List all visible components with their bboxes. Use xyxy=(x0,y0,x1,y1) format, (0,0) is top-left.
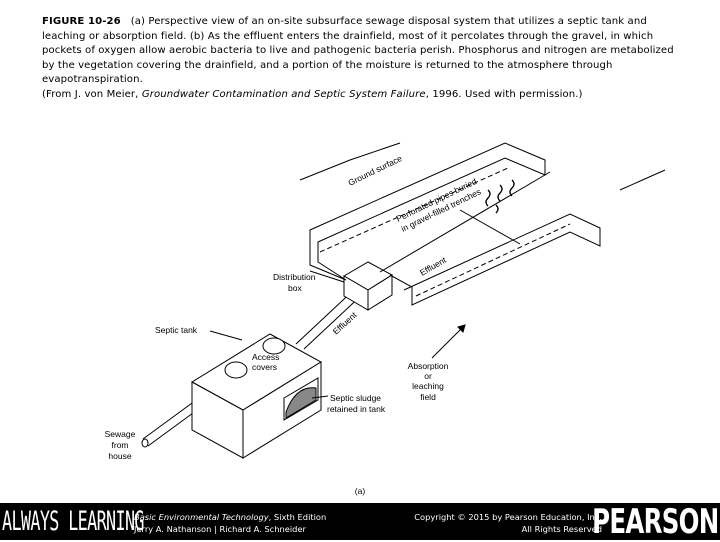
label-septic-tank: Septic tank xyxy=(155,325,198,335)
label-sludge-2: retained in tank xyxy=(327,404,386,414)
always-learning-logo: ALWAYS LEARNING xyxy=(2,506,145,537)
label-absorption-3: leaching xyxy=(412,381,444,391)
ground-surface-line xyxy=(299,142,401,181)
label-sewage-2: from xyxy=(112,440,129,450)
leader-septic-tank xyxy=(209,330,243,341)
ground-surface-line-right xyxy=(619,169,666,191)
book-title: Basic Environmental Technology xyxy=(134,512,269,522)
label-absorption-2: or xyxy=(424,371,432,381)
septic-system-diagram: Ground surface Perforated pipes buried i… xyxy=(105,142,666,496)
caption-source-title: Groundwater Contamination and Septic Sys… xyxy=(141,88,426,100)
footer-bar: ALWAYS LEARNING Basic Environmental Tech… xyxy=(0,503,720,540)
leader-perforated-pipes xyxy=(459,209,521,245)
rights-line: All Rights Reserved xyxy=(521,524,602,534)
label-effluent-field: Effluent xyxy=(418,254,448,277)
label-sewage-3: house xyxy=(108,451,131,461)
figure-label: FIGURE 10-26 xyxy=(42,16,121,27)
leader-distribution-box xyxy=(309,270,345,283)
label-sewage-1: Sewage xyxy=(105,429,136,439)
drainfield-center-pipe xyxy=(379,171,551,273)
label-sludge-1: Septic sludge xyxy=(330,393,381,403)
septic-tank xyxy=(191,333,322,459)
label-panel-a: (a) xyxy=(355,486,366,496)
copyright-line: Copyright © 2015 by Pearson Education, I… xyxy=(414,512,602,522)
caption-source-suffix: , 1996. Used with permission.) xyxy=(425,88,583,100)
pearson-logo: PEARSON xyxy=(591,502,719,542)
book-authors: Jerry A. Nathanson | Richard A. Schneide… xyxy=(134,524,306,534)
access-cover-2 xyxy=(262,337,286,355)
copyright-info: Copyright © 2015 by Pearson Education, I… xyxy=(398,511,602,535)
label-absorption-4: field xyxy=(420,392,436,402)
caption-source-prefix: (From J. von Meier, xyxy=(42,88,142,100)
label-distribution-2: box xyxy=(288,283,302,293)
absorption-arrow xyxy=(431,324,466,359)
access-cover-1 xyxy=(224,361,248,379)
drainfield-trench-1 xyxy=(309,142,546,281)
label-absorption-1: Absorption xyxy=(408,361,449,371)
label-distribution-1: Distribution xyxy=(273,272,316,282)
drainfield-trench-2 xyxy=(389,213,601,306)
percolation-arrows xyxy=(485,179,515,214)
distribution-box xyxy=(343,261,393,311)
leader-sludge xyxy=(311,395,329,399)
book-info: Basic Environmental Technology, Sixth Ed… xyxy=(134,511,326,535)
label-access-2: covers xyxy=(252,362,277,372)
book-edition: , Sixth Edition xyxy=(268,512,327,522)
label-effluent-pipe: Effluent xyxy=(331,309,359,336)
label-access-1: Access xyxy=(252,352,279,362)
caption-text: (a) Perspective view of an on-site subsu… xyxy=(42,16,674,86)
figure-caption: FIGURE 10-26 (a) Perspective view of an … xyxy=(42,15,682,103)
